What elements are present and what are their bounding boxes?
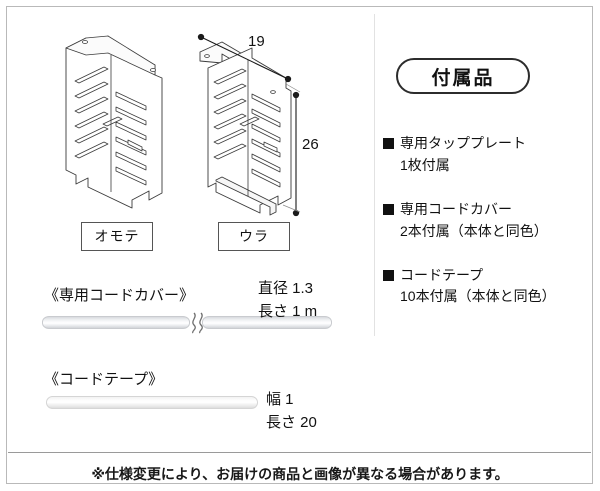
vertical-divider bbox=[374, 14, 375, 336]
accessory-name-row: 専用コードカバー bbox=[383, 200, 600, 219]
plate-drawings-area: 19 26 オモテ ウラ bbox=[0, 0, 374, 260]
cord-tape-dimensions: 幅 1 長さ 20 bbox=[266, 388, 317, 435]
dimension-lines bbox=[197, 33, 301, 217]
plate-back-drawing bbox=[199, 41, 292, 216]
cord-cover-tube-left bbox=[42, 316, 190, 329]
dimension-height-value: 26 bbox=[302, 136, 319, 153]
accessories-title-pill: 付属品 bbox=[396, 58, 530, 94]
cord-tape-length: 長さ 20 bbox=[266, 414, 317, 432]
dimension-width-value: 19 bbox=[248, 33, 265, 50]
accessory-name: コードテープ bbox=[400, 266, 484, 283]
square-bullet-icon bbox=[383, 269, 394, 281]
cord-tape-illustration bbox=[46, 396, 258, 409]
accessory-name-row: コードテープ bbox=[383, 266, 600, 285]
horizontal-divider bbox=[8, 452, 591, 453]
cord-cover-length: 長さ 1 m bbox=[258, 302, 318, 320]
cord-cover-title: 《専用コードカバー》 bbox=[44, 287, 195, 304]
accessory-name: 専用コードカバー bbox=[400, 200, 512, 217]
square-bullet-icon bbox=[383, 138, 394, 149]
plate-back-label: ウラ bbox=[218, 222, 290, 251]
accessories-list: 専用タッププレート 1枚付属 専用コードカバー 2本付属（本体と同色） コードテ… bbox=[383, 134, 600, 331]
cord-tape-width: 幅 1 bbox=[266, 391, 294, 408]
list-item: コードテープ 10本付属（本体と同色） bbox=[383, 266, 600, 307]
list-item: 専用コードカバー 2本付属（本体と同色） bbox=[383, 200, 600, 241]
cord-tape-title: 《コードテープ》 bbox=[44, 371, 164, 388]
break-symbol-icon bbox=[191, 312, 203, 334]
cord-cover-diameter: 直径 1.3 bbox=[258, 280, 314, 297]
square-bullet-icon bbox=[383, 203, 394, 215]
cord-cover-tube-right bbox=[202, 316, 332, 329]
footnote-disclaimer: ※仕様変更により、お届けの商品と画像が異なる場合があります。 bbox=[91, 466, 509, 482]
cord-cover-illustration bbox=[42, 312, 332, 334]
accessory-quantity: 1枚付属 bbox=[400, 156, 450, 173]
accessory-quantity: 10本付属（本体と同色） bbox=[400, 288, 556, 305]
plate-front-label: オモテ bbox=[81, 222, 153, 251]
accessory-name-row: 専用タッププレート bbox=[383, 134, 600, 153]
list-item: 専用タッププレート 1枚付属 bbox=[383, 134, 600, 175]
accessories-panel: 付属品 専用タッププレート 1枚付属 専用コードカバー 2本付属（本体と同色） bbox=[374, 0, 600, 452]
accessory-quantity: 2本付属（本体と同色） bbox=[400, 222, 548, 239]
plate-front-drawing bbox=[65, 35, 163, 209]
accessory-name: 専用タッププレート bbox=[400, 135, 526, 151]
cord-cover-dimensions: 直径 1.3 長さ 1 m bbox=[258, 278, 317, 323]
accessories-title-text: 付属品 bbox=[431, 67, 495, 89]
